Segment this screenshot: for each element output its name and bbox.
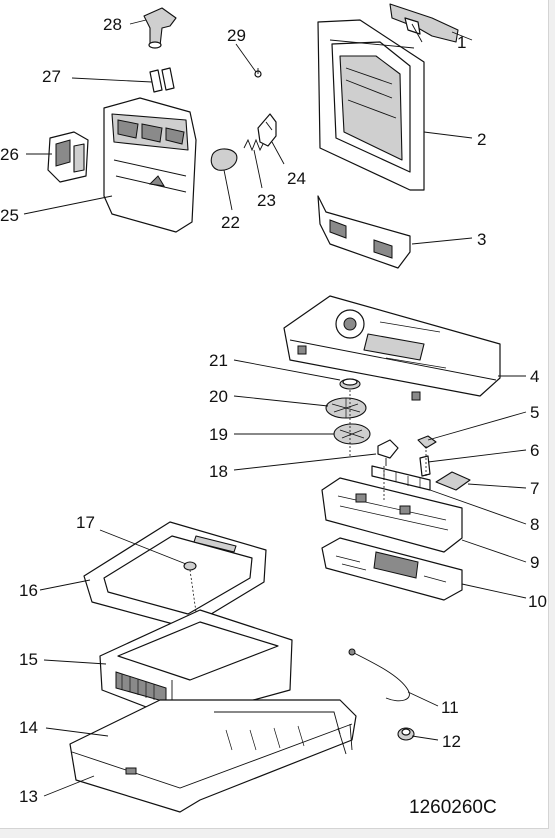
part-12-grommet [397, 727, 415, 741]
part-4-control-panel [283, 295, 501, 401]
callout-22: 22 [221, 213, 240, 232]
callout-16: 16 [19, 581, 38, 600]
callout-12: 12 [442, 732, 461, 751]
callout-19: 19 [209, 425, 228, 444]
part-3-hinge-bracket [317, 195, 411, 269]
part-6-light-pipe [419, 455, 431, 477]
part-1-door-handle [389, 3, 459, 43]
callout-24: 24 [287, 169, 306, 188]
part-28-knob [143, 7, 177, 49]
callout-15: 15 [19, 650, 38, 669]
callout-10: 10 [528, 592, 547, 611]
part-24-latch [257, 113, 277, 147]
part-13-base-frame [69, 699, 357, 813]
part-15-tub-housing [99, 609, 293, 721]
callout-leaders [23, 19, 527, 797]
drawing-sheet: 1 2 3 4 5 6 7 8 9 10 11 12 13 14 15 16 1… [0, 0, 549, 829]
callout-13: 13 [19, 787, 38, 806]
part-25-dispenser-drawer [103, 97, 197, 233]
part-19-dial-plate [333, 423, 371, 445]
callout-27: 27 [42, 67, 61, 86]
callout-6: 6 [530, 441, 540, 460]
callout-21: 21 [209, 351, 228, 370]
callout-20: 20 [209, 387, 228, 406]
part-22-cap [210, 148, 238, 171]
assembly-guide-lines [189, 390, 427, 613]
callout-9: 9 [530, 553, 540, 572]
callout-18: 18 [209, 462, 228, 481]
part-9-panel-support [321, 477, 463, 553]
exploded-parts-diagram [23, 3, 527, 813]
callout-28: 28 [103, 15, 122, 34]
callout-17: 17 [76, 513, 95, 532]
callout-14: 14 [19, 718, 38, 737]
part-20-selector-dial [325, 397, 367, 419]
callout-2: 2 [477, 130, 487, 149]
callout-25: 25 [0, 206, 19, 225]
callout-26: 26 [0, 145, 19, 164]
part-17-pin [183, 561, 197, 571]
part-26-switch-module [47, 131, 89, 183]
callout-5: 5 [530, 403, 540, 422]
callout-4: 4 [530, 367, 540, 386]
part-7-button-set [435, 471, 471, 491]
part-21-knob-cap [339, 378, 361, 390]
drawing-code: 1260260C [409, 797, 497, 818]
callout-29: 29 [227, 26, 246, 45]
callout-7: 7 [530, 479, 540, 498]
callout-11: 11 [441, 698, 459, 717]
callout-1: 1 [457, 33, 467, 52]
part-16-tray-lid [83, 521, 267, 629]
part-5-button-cap [417, 435, 437, 449]
part-11-cable-tie [348, 648, 410, 702]
part-29-screw [254, 68, 262, 78]
callout-8: 8 [530, 515, 540, 534]
part-18-encoder [377, 439, 399, 466]
part-10-control-board [321, 537, 463, 601]
callout-3: 3 [477, 230, 487, 249]
part-27-clip [149, 67, 175, 93]
part-23-spring [243, 138, 265, 152]
callout-23: 23 [257, 191, 276, 210]
part-2-door-frame [317, 19, 425, 191]
